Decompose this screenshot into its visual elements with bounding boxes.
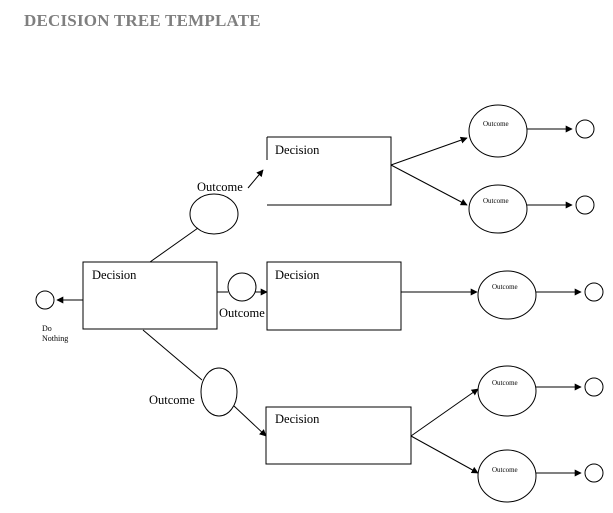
outcome-label-middle: Outcome bbox=[219, 306, 265, 320]
arrow-top-to-outcome-1 bbox=[390, 136, 468, 166]
outcome-node-upper[interactable] bbox=[189, 193, 239, 235]
terminal-bottom-1[interactable] bbox=[584, 377, 604, 397]
middle-decision-label: Decision bbox=[275, 268, 320, 282]
connector-root-upper bbox=[149, 227, 199, 263]
bottom-decision-label: Decision bbox=[275, 412, 320, 426]
outcome-node-middle[interactable] bbox=[227, 272, 257, 302]
page-title: DECISION TREE TEMPLATE bbox=[24, 11, 261, 30]
arrow-top-to-outcome-2 bbox=[390, 164, 468, 206]
terminal-top-1[interactable] bbox=[575, 119, 595, 139]
top-decision-box[interactable] bbox=[267, 136, 392, 206]
outcome-node-lower[interactable] bbox=[200, 367, 238, 417]
outcome-label-upper: Outcome bbox=[197, 180, 243, 194]
outcome-label-bottom-1: Outcome bbox=[492, 379, 518, 387]
arrow-to-upper-outcome-label bbox=[247, 169, 264, 189]
terminal-bottom-2[interactable] bbox=[584, 463, 604, 483]
root-decision-label: Decision bbox=[92, 268, 137, 282]
outcome-label-bottom-2: Outcome bbox=[492, 466, 518, 474]
top-decision-label: Decision bbox=[275, 143, 320, 157]
do-nothing-label-line2: Nothing bbox=[42, 334, 68, 343]
outcome-node-bottom-2[interactable] bbox=[477, 449, 537, 503]
outcome-node-bottom-1[interactable] bbox=[477, 365, 537, 417]
outcome-label-middle-right: Outcome bbox=[492, 283, 518, 291]
outcome-label-top-2: Outcome bbox=[483, 197, 509, 205]
outcome-label-top-1: Outcome bbox=[483, 120, 509, 128]
terminal-top-2[interactable] bbox=[575, 195, 595, 215]
terminal-middle[interactable] bbox=[584, 282, 604, 302]
connector-root-lower bbox=[142, 329, 203, 381]
do-nothing-label-line1: Do bbox=[42, 324, 52, 333]
outcome-label-lower: Outcome bbox=[149, 393, 195, 407]
outcome-node-top-2[interactable] bbox=[468, 184, 528, 234]
do-nothing-terminal[interactable] bbox=[35, 290, 55, 310]
arrow-to-bottom-decision bbox=[233, 405, 267, 437]
arrow-bottom-to-outcome-2 bbox=[410, 435, 479, 474]
middle-decision-box[interactable] bbox=[266, 261, 402, 331]
arrow-bottom-to-outcome-1 bbox=[410, 388, 479, 437]
outcome-node-top-1[interactable] bbox=[468, 104, 528, 158]
outcome-node-middle-right[interactable] bbox=[477, 270, 537, 320]
